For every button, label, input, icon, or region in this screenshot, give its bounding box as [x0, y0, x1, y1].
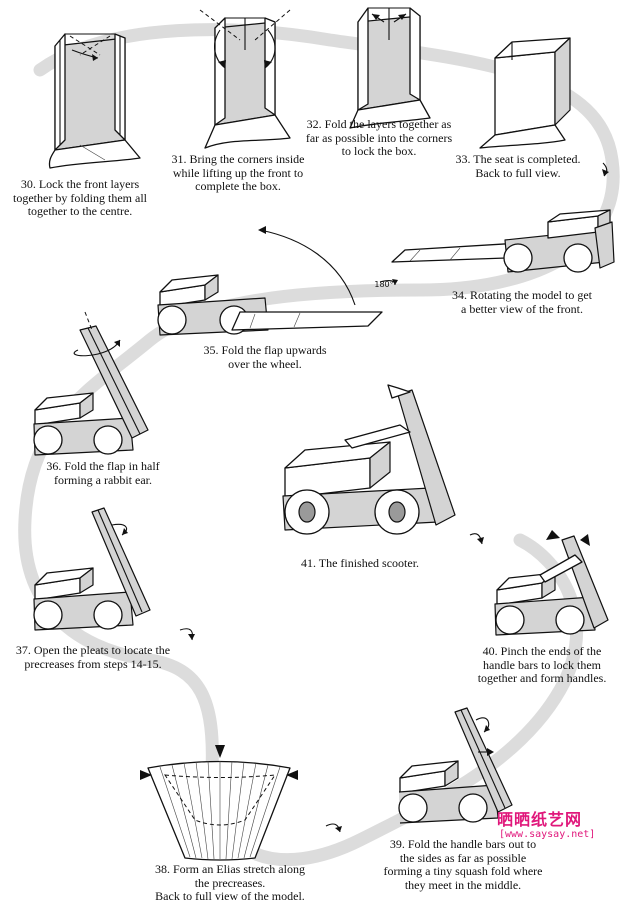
- step-35-caption: 35. Fold the flap upwards over the wheel…: [203, 343, 327, 371]
- step-30-caption: 30. Lock the front layers together by fo…: [13, 177, 147, 218]
- rotation-label: 180°: [374, 280, 394, 289]
- step-31-caption: 31. Bring the corners inside while lifti…: [171, 152, 305, 193]
- step-31-figure: [199, 9, 291, 149]
- step-32-caption: 32. Fold the layers together as far as p…: [305, 117, 453, 158]
- step-36-figure: [33, 311, 149, 456]
- step-40-figure: [494, 530, 609, 636]
- watermark-title: 晒晒纸艺网: [497, 810, 583, 829]
- step-36-caption: 36. Fold the flap in half forming a rabb…: [46, 459, 160, 487]
- step-34-figure: [379, 209, 615, 286]
- step-40-caption: 40. Pinch the ends of the handle bars to…: [477, 644, 607, 685]
- step-35-figure: [157, 226, 383, 336]
- step-34-caption: 34. Rotating the model to get a better v…: [452, 288, 592, 316]
- step-39-caption: 39. Fold the handle bars out to the side…: [383, 837, 543, 892]
- watermark-url: [www.saysay.net]: [497, 829, 598, 840]
- step-37-figure: [33, 507, 195, 641]
- step-38-caption: 38. Form an Elias stretch along the prec…: [155, 862, 305, 903]
- step-39-figure: [398, 707, 513, 824]
- step-38-figure: [140, 745, 342, 861]
- step-32-figure: [349, 7, 431, 129]
- step-41-figure: [282, 384, 484, 545]
- step-41-caption: 41. The finished scooter.: [300, 556, 420, 570]
- step-33-figure: [479, 37, 609, 177]
- step-30-figure: [48, 33, 141, 169]
- step-33-caption: 33. The seat is completed. Back to full …: [455, 152, 581, 180]
- step-37-caption: 37. Open the pleats to locate the precre…: [15, 643, 171, 671]
